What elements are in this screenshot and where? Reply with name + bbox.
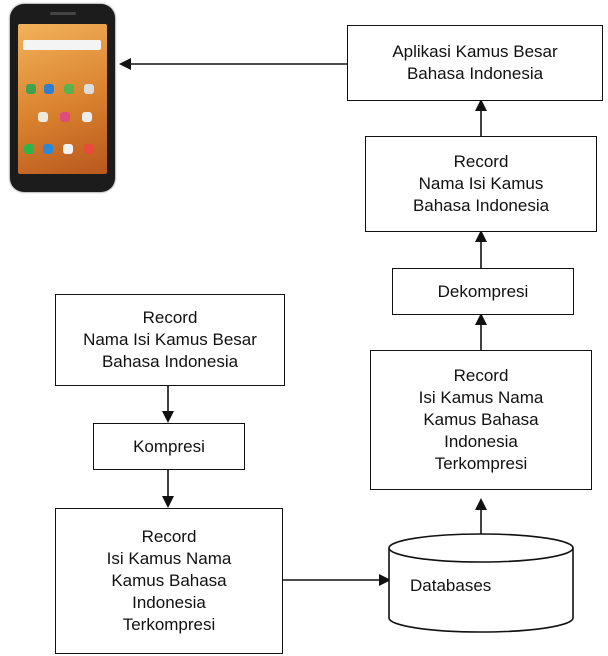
smartphone-icon: [10, 4, 115, 192]
record-box-line: Nama Isi Kamus Besar: [83, 330, 257, 349]
compressed-record-box-left: Record Isi Kamus Nama Kamus Bahasa Indon…: [55, 508, 283, 654]
app-icon: [84, 84, 94, 94]
compressed-record-line: Isi Kamus Nama: [106, 549, 232, 568]
dekompresi-label: Dekompresi: [437, 281, 529, 301]
record-box-left: Record Nama Isi Kamus Besar Bahasa Indon…: [55, 294, 285, 386]
compressed-record-box-right: Record Isi Kamus Nama Kamus Bahasa Indon…: [370, 350, 592, 490]
database-cylinder: [388, 533, 574, 633]
compressed-record-line: Terkompresi: [434, 454, 528, 473]
compressed-record-line: Kamus Bahasa: [111, 571, 227, 590]
record-box-top: Record Nama Isi Kamus Bahasa Indonesia: [365, 136, 597, 232]
record-box-line: Bahasa Indonesia: [412, 196, 550, 215]
compressed-record-line: Isi Kamus Nama: [418, 388, 544, 407]
app-icon: [63, 144, 73, 154]
app-box-line: Aplikasi Kamus Besar: [392, 42, 558, 61]
compressed-record-line: Kamus Bahasa: [423, 410, 539, 429]
compressed-record-line: Terkompresi: [122, 615, 216, 634]
app-icon: [60, 112, 70, 122]
phone-screen: [18, 24, 107, 174]
app-box: Aplikasi Kamus Besar Bahasa Indonesia: [347, 25, 603, 101]
kompresi-box: Kompresi: [93, 423, 245, 470]
app-icon: [38, 112, 48, 122]
compressed-record-line: Indonesia: [444, 432, 518, 451]
phone-search-bar: [23, 40, 101, 50]
compressed-record-line: Record: [453, 366, 509, 385]
phone-speaker: [50, 12, 76, 15]
app-icon: [82, 112, 92, 122]
app-icon: [43, 144, 53, 154]
app-icon: [44, 84, 54, 94]
record-box-line: Bahasa Indonesia: [101, 352, 239, 371]
record-box-line: Nama Isi Kamus: [418, 174, 544, 193]
app-icon: [64, 84, 74, 94]
app-icon: [84, 144, 94, 154]
compressed-record-line: Record: [141, 527, 197, 546]
record-box-line: Record: [142, 308, 198, 327]
record-box-line: Record: [453, 152, 509, 171]
app-icon: [26, 84, 36, 94]
dekompresi-box: Dekompresi: [392, 268, 574, 315]
kompresi-label: Kompresi: [133, 436, 205, 456]
database-label: Databases: [410, 576, 492, 595]
app-box-line: Bahasa Indonesia: [406, 64, 544, 83]
app-icon: [24, 144, 34, 154]
compressed-record-line: Indonesia: [132, 593, 206, 612]
